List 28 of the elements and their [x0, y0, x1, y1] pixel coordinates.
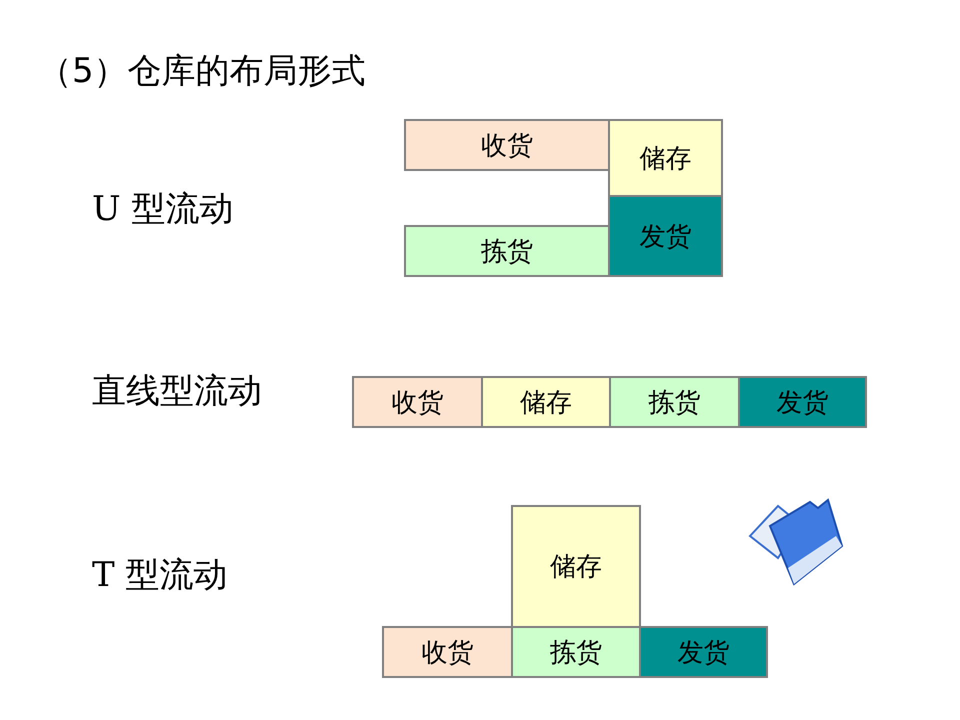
box-label: 储存 — [640, 142, 692, 176]
process-box — [511, 626, 641, 678]
process-box — [404, 225, 610, 277]
row-label: T 型流动 — [92, 554, 228, 597]
box-label: 储存 — [520, 386, 572, 420]
box-label: 发货 — [776, 386, 828, 420]
box-label: 拣货 — [550, 636, 602, 670]
process-box — [511, 505, 641, 628]
process-box — [609, 376, 740, 428]
box-label: 储存 — [550, 551, 602, 584]
box-label: 收货 — [392, 386, 444, 420]
box-label: 拣货 — [481, 236, 533, 268]
box-label: 发货 — [678, 636, 730, 670]
process-box — [352, 376, 483, 428]
box-label: 收货 — [422, 636, 474, 670]
row-label: 直线型流动 — [92, 370, 262, 413]
process-box — [608, 119, 723, 197]
title: （5）仓库的布局形式 — [38, 50, 366, 93]
process-box — [382, 626, 513, 678]
box-label: 拣货 — [648, 386, 700, 420]
process-box — [481, 376, 611, 428]
box-label: 发货 — [640, 220, 692, 254]
process-box — [639, 626, 768, 678]
process-box — [404, 119, 610, 171]
process-box — [738, 376, 867, 428]
process-box — [608, 195, 723, 277]
row-label: U 型流动 — [92, 188, 234, 231]
box-label: 收货 — [481, 130, 533, 162]
